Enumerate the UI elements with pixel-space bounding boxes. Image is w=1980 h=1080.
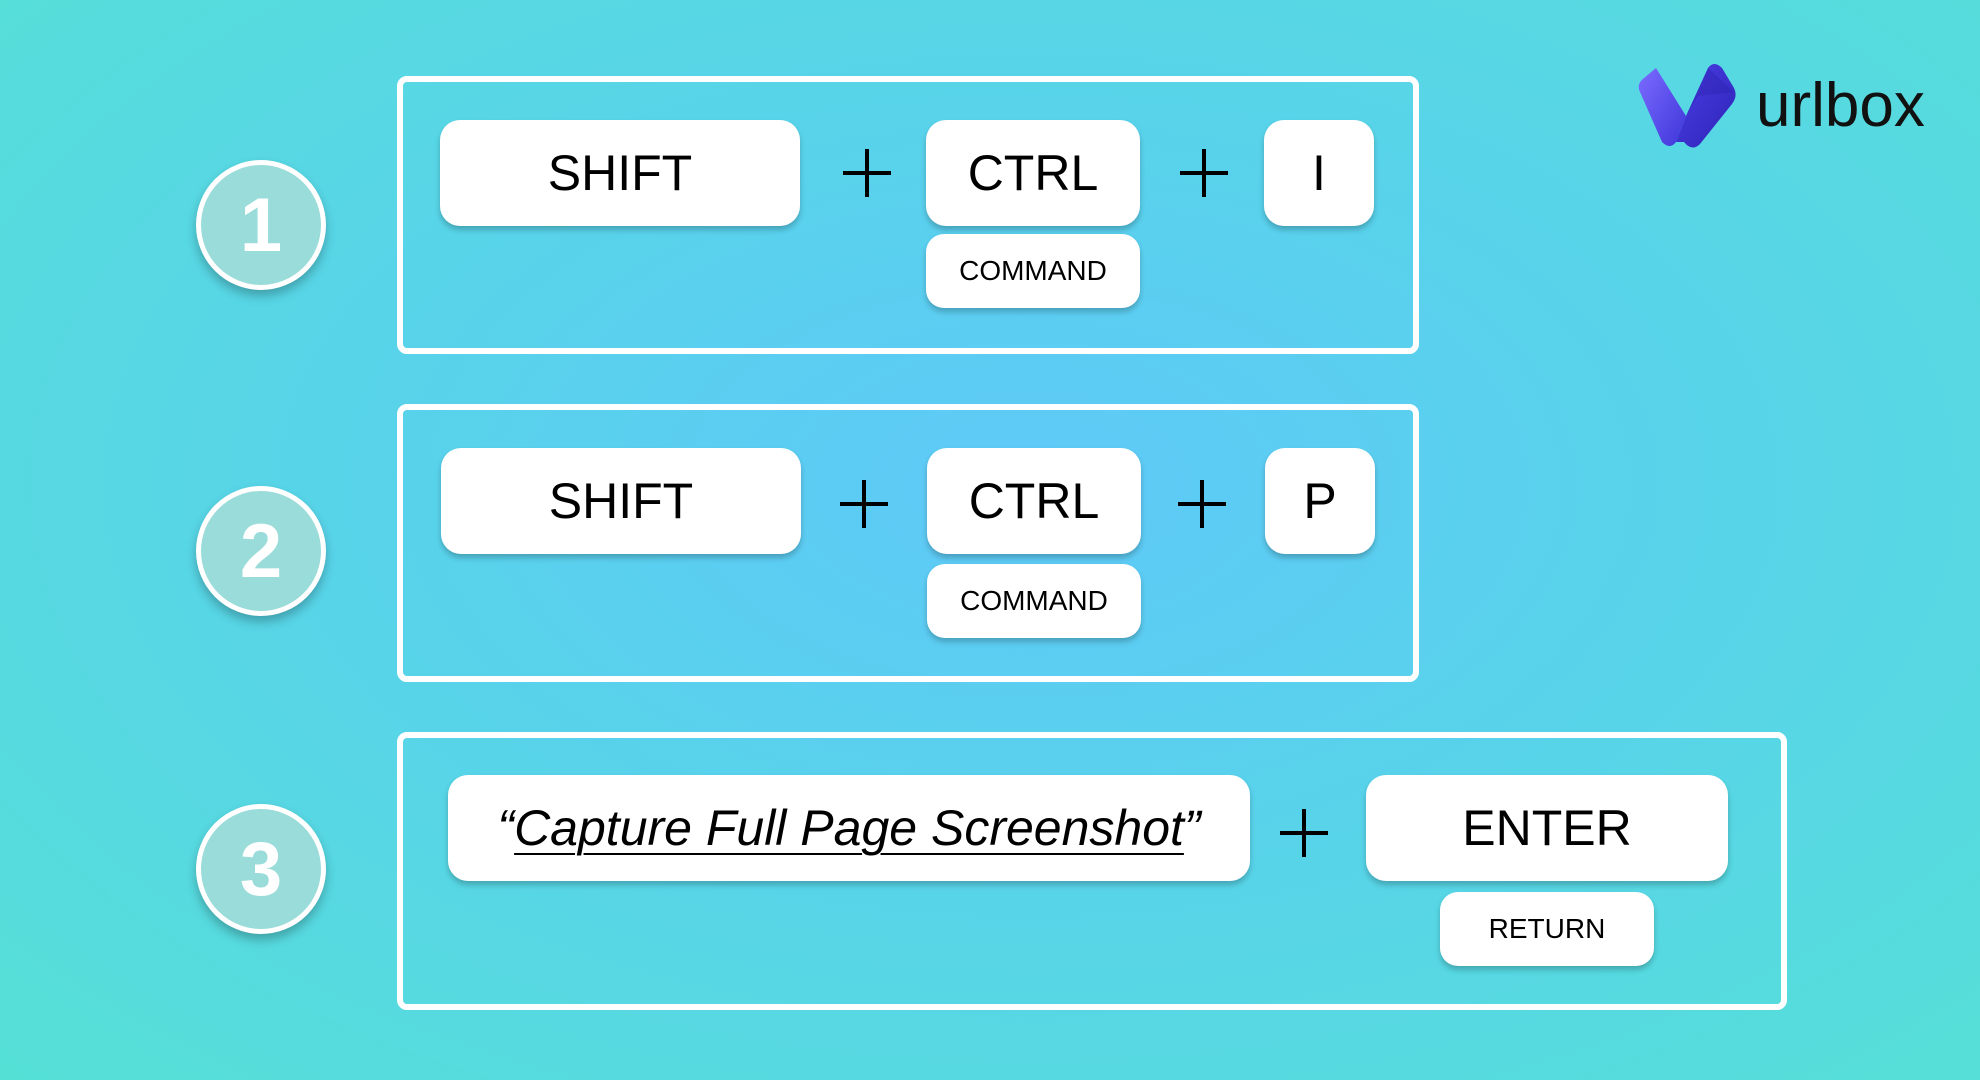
quote-close: ”: [1183, 800, 1201, 856]
urlbox-logo-icon: [1638, 64, 1736, 148]
plus-icon: [840, 480, 888, 528]
enter-key: ENTER: [1366, 775, 1728, 881]
step-3-badge: 3: [196, 804, 326, 934]
phrase-text: Capture Full Page Screenshot: [514, 800, 1184, 856]
plus-icon: [1178, 480, 1226, 528]
command-key: COMMAND: [927, 564, 1141, 638]
plus-icon: [1180, 149, 1228, 197]
step-1-panel: [397, 76, 1419, 354]
step-2-panel: [397, 404, 1419, 682]
command-palette-phrase: “Capture Full Page Screenshot”: [448, 775, 1250, 881]
step-1-badge: 1: [196, 160, 326, 290]
command-key: COMMAND: [926, 234, 1140, 308]
return-key: RETURN: [1440, 892, 1654, 966]
plus-icon: [1280, 809, 1328, 857]
step-2-badge: 2: [196, 486, 326, 616]
ctrl-key: CTRL: [926, 120, 1140, 226]
quote-open: “: [497, 800, 515, 856]
ctrl-key: CTRL: [927, 448, 1141, 554]
shift-key: SHIFT: [441, 448, 801, 554]
brand-name: urlbox: [1756, 71, 1925, 140]
i-key: I: [1264, 120, 1374, 226]
step-3-panel: [397, 732, 1787, 1010]
plus-icon: [843, 149, 891, 197]
p-key: P: [1265, 448, 1375, 554]
shift-key: SHIFT: [440, 120, 800, 226]
